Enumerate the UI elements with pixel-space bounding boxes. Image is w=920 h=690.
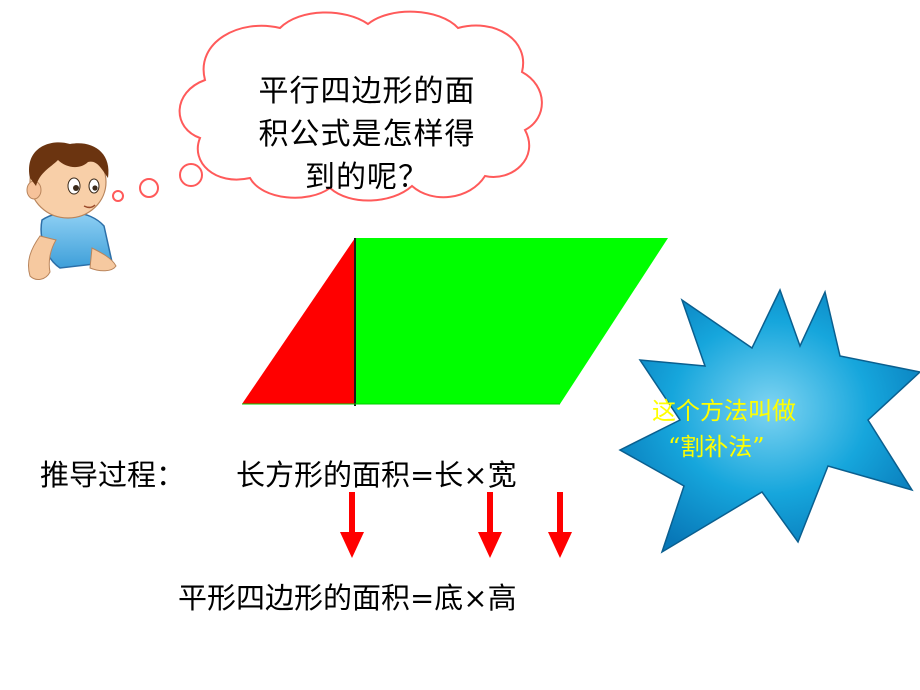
arrow-down-icon-3 <box>548 492 572 558</box>
bubble-line-3: 到的呢？ <box>305 160 429 195</box>
method-note-line-1: 这个方法叫做 <box>652 397 796 425</box>
method-note-line-2: “割补法” <box>668 433 765 461</box>
parallelogram-area-formula: 平形四边形的面积=底×高 <box>178 581 517 615</box>
rectangle-area-formula: 长方形的面积=长×宽 <box>236 458 517 492</box>
starburst-icon <box>618 288 920 554</box>
parallelogram-figure <box>242 238 668 406</box>
cut-triangle <box>242 238 355 404</box>
bubble-line-1: 平行四边形的面 <box>258 74 476 109</box>
method-note: 这个方法叫做 “割补法” <box>652 393 862 465</box>
derivation-label: 推导过程： <box>40 458 186 492</box>
bubble-line-2: 积公式是怎样得 <box>258 117 476 152</box>
boy-thinking-icon <box>26 142 117 280</box>
arrow-down-icon-1 <box>340 492 364 558</box>
rectangle-part <box>355 238 668 404</box>
thought-bubble-icon <box>112 10 543 202</box>
arrow-down-icon-2 <box>478 492 502 558</box>
thought-bubble-text: 平行四边形的面 积公式是怎样得 到的呢？ <box>232 70 502 199</box>
